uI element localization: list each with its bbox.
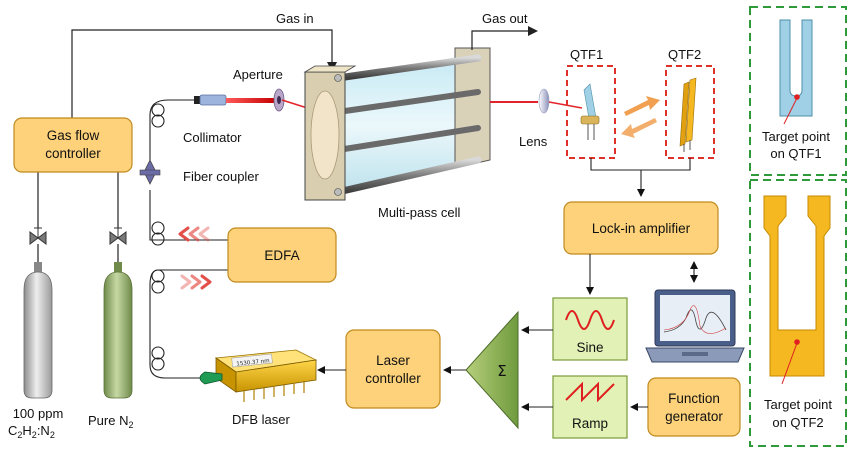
- lockin-label: Lock-in amplifier: [592, 221, 691, 236]
- edfa-box[interactable]: EDFA: [227, 227, 337, 283]
- gas-flow-label-2: controller: [45, 146, 101, 161]
- qtf-signal-line: [590, 158, 691, 171]
- laser-controller[interactable]: Laser controller: [345, 329, 441, 409]
- chevron-arrows-out: [180, 274, 212, 290]
- summation-icon: Σ: [465, 310, 519, 430]
- sine-box[interactable]: Sine: [552, 297, 628, 361]
- gas-cylinder-n2: [103, 262, 133, 399]
- gas-lines: [37, 29, 333, 228]
- sine-label: Sine: [576, 340, 603, 355]
- lens-icon: [538, 88, 550, 114]
- qtf1-label: QTF1: [570, 47, 603, 62]
- qtf2-target-label-2: on QTF2: [772, 415, 823, 430]
- gas-flow-controller[interactable]: Gas flow controller: [13, 117, 133, 173]
- valve-icon: [109, 227, 127, 245]
- lens-label: Lens: [519, 134, 548, 149]
- qtf1-icon: [580, 83, 600, 140]
- edfa-label: EDFA: [264, 248, 299, 263]
- c2h2-label-1: 100 ppm: [13, 406, 64, 421]
- aperture-label: Aperture: [233, 67, 283, 82]
- laser-ctrl-label-2: controller: [365, 371, 421, 386]
- dfb-wavelength: 1530.37 nm: [236, 358, 270, 367]
- gas-out-label: Gas out: [482, 11, 528, 26]
- collimator: [194, 94, 227, 106]
- func-label-2: generator: [665, 409, 723, 424]
- qtf1-target-label-2: on QTF1: [770, 146, 821, 161]
- fiber-path: [149, 99, 228, 379]
- laser-beam: [226, 98, 276, 103]
- laptop-icon: [645, 289, 745, 363]
- ramp-label: Ramp: [572, 416, 608, 431]
- dfb-laser-icon: 1530.37 nm: [199, 349, 318, 402]
- c2h2-formula: C2H2:N2: [8, 423, 55, 440]
- qtf2-label: QTF2: [668, 47, 701, 62]
- sigma-label: Σ: [497, 362, 506, 380]
- gas-in-label: Gas in: [276, 11, 314, 26]
- laser-ctrl-label-1: Laser: [376, 353, 410, 368]
- inset-qtf2: Target point on QTF2: [749, 179, 847, 447]
- dfb-laser-label: DFB laser: [232, 412, 290, 427]
- valve-icon: [29, 227, 47, 245]
- collimator-label: Collimator: [183, 130, 242, 145]
- pure-n2-label: Pure N2: [88, 413, 133, 430]
- chevron-arrows-in: [178, 226, 210, 242]
- lockin-amplifier[interactable]: Lock-in amplifier: [563, 201, 719, 255]
- fiber-coupler-icon: [139, 159, 161, 185]
- gas-out-line: [471, 30, 530, 50]
- multi-pass-cell: [303, 47, 491, 201]
- func-label-1: Function: [668, 391, 720, 406]
- gas-out-arrowhead: [528, 26, 538, 36]
- beam-to-qtf: [548, 101, 583, 109]
- ramp-box[interactable]: Ramp: [552, 375, 628, 439]
- inset-qtf1: Target point on QTF1: [749, 6, 847, 176]
- qtf2-target-label-1: Target point: [764, 397, 832, 412]
- qtf2-icon: [679, 77, 697, 152]
- swap-arrows-icon: [621, 96, 660, 138]
- qtf1-target-label-1: Target point: [762, 129, 830, 144]
- gas-cylinder-c2h2: [23, 262, 53, 399]
- function-generator[interactable]: Function generator: [647, 377, 741, 437]
- gas-flow-label-1: Gas flow: [47, 128, 100, 143]
- fiber-coupler-label: Fiber coupler: [183, 169, 260, 184]
- multipass-cell-label: Multi-pass cell: [378, 205, 460, 220]
